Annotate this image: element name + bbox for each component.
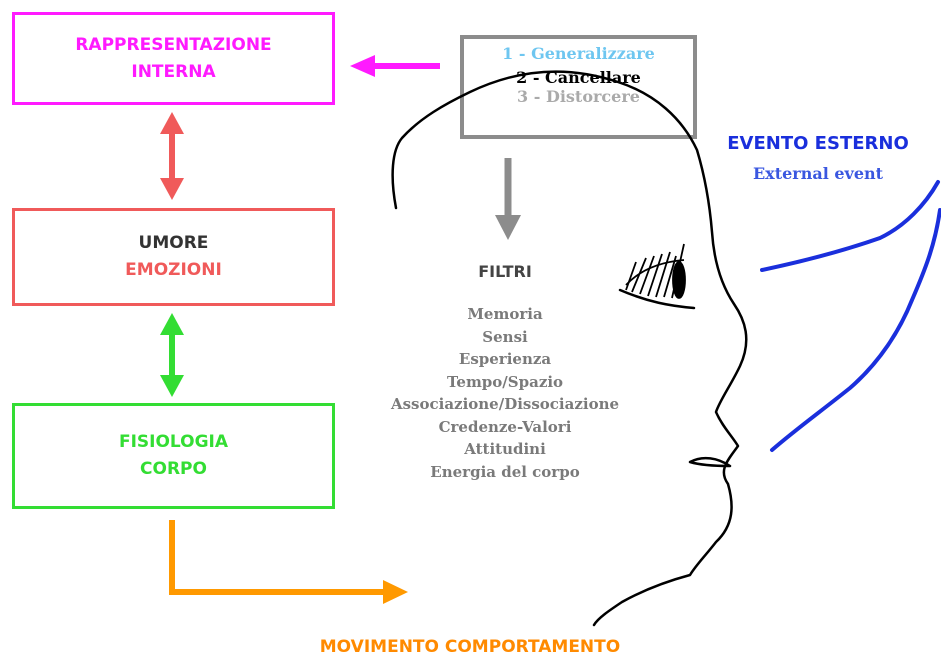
filtri-item-sensi: Sensi [482, 327, 528, 346]
fisiologia-label: FISIOLOGIA [118, 432, 229, 452]
evento-esterno-title: EVENTO ESTERNO [727, 133, 909, 154]
filtri-item-esperienza: Esperienza [458, 350, 552, 368]
filtri-item-credenze: Credenze-Valori [438, 417, 572, 436]
filtri-item-tempo-spazio: Tempo/Spazio [446, 372, 564, 391]
emozioni-label: EMOZIONI [125, 260, 222, 280]
rappresentazione-line2: INTERNA [131, 61, 216, 82]
filtri-title: FILTRI [478, 262, 532, 281]
magenta-arrow [350, 55, 440, 77]
corpo-label: CORPO [140, 459, 207, 479]
filtri-item-associazione: Associazione/Dissociazione [390, 395, 620, 413]
filtri-list: Memoria Sensi Esperienza Tempo/Spazio As… [360, 303, 650, 483]
umore-emozioni-box: UMORE EMOZIONI [12, 208, 335, 306]
fisiologia-corpo-box: FISIOLOGIA CORPO [12, 403, 335, 509]
external-event-subtitle: External event [752, 164, 884, 183]
generalizzare-item: 1 - Generalizzare [502, 44, 655, 63]
gray-down-arrow [495, 158, 521, 240]
rappresentazione-line1: RAPPRESENTAZIONE [75, 34, 272, 55]
red-double-arrow [160, 112, 184, 200]
event-lines [760, 180, 941, 452]
movimento-comportamento-label: MOVIMENTO COMPORTAMENTO [319, 637, 621, 657]
rappresentazione-interna-box: RAPPRESENTAZIONE INTERNA [12, 12, 335, 105]
distorcere-item: 3 - Distorcere [517, 90, 640, 104]
head-profile-drawing [391, 70, 748, 627]
green-double-arrow [160, 313, 184, 397]
filtri-item-memoria: Memoria [467, 305, 543, 323]
umore-label: UMORE [138, 233, 209, 253]
filtri-item-attitudini: Attitudini [464, 440, 546, 458]
orange-arrow [169, 520, 408, 604]
eye-lashes-drawing [625, 243, 686, 299]
filtri-item-energia: Energia del corpo [430, 462, 580, 481]
